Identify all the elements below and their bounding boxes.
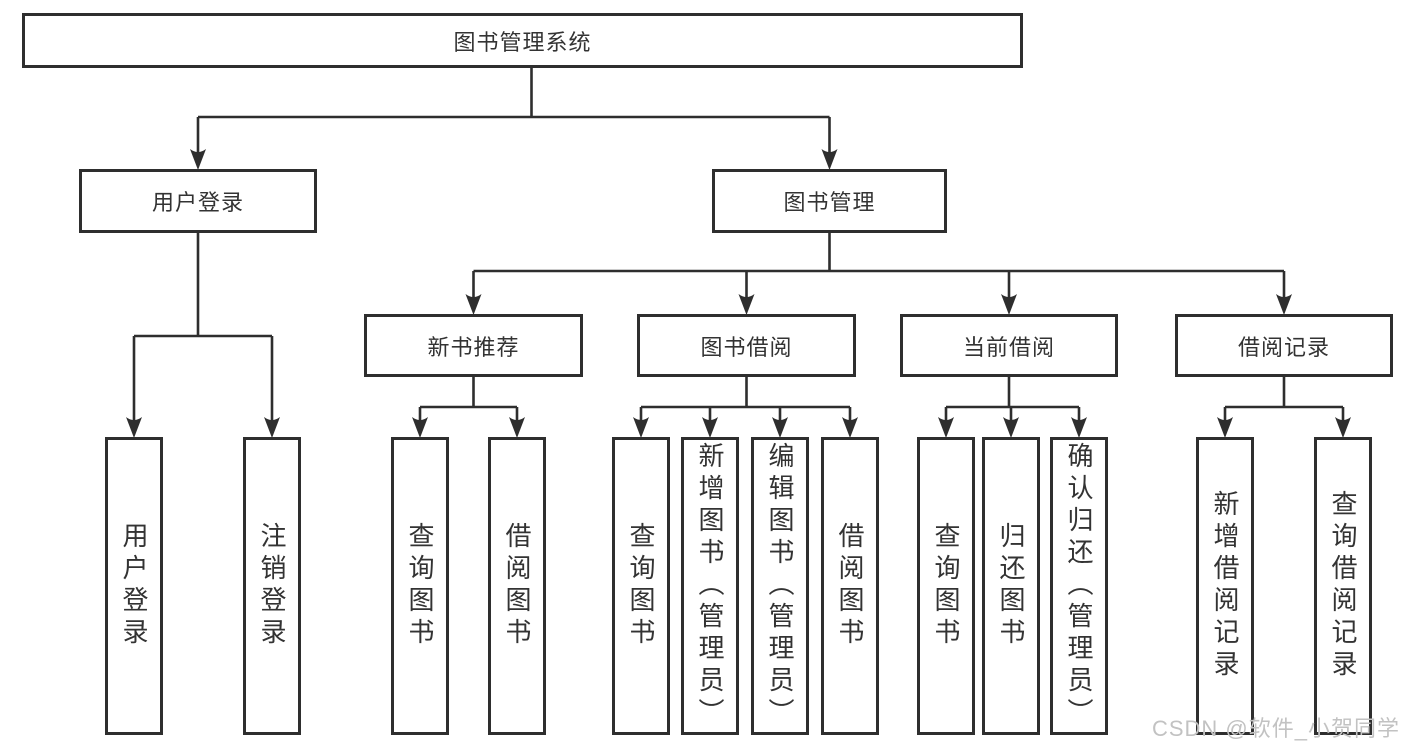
- leaf-label: 借阅图书: [502, 522, 532, 650]
- node-user-login: 用户登录: [79, 169, 317, 233]
- leaf-label: 新增借阅记录: [1210, 490, 1240, 682]
- connector-lines: [132, 68, 1345, 420]
- leaf-query-borrow-record: 查询借阅记录: [1314, 437, 1372, 735]
- node-book-management: 图书管理: [712, 169, 947, 233]
- leaf-return-books: 归还图书: [982, 437, 1040, 735]
- leaf-label: 确认归还（管理员）: [1064, 442, 1094, 730]
- leaf-logout: 注销登录: [243, 437, 301, 735]
- leaf-label: 新增图书（管理员）: [695, 442, 725, 730]
- leaf-label: 借阅图书: [835, 522, 865, 650]
- leaf-label: 查询图书: [931, 522, 961, 650]
- leaf-add-borrow-record: 新增借阅记录: [1196, 437, 1254, 735]
- leaf-query-books-newbooks: 查询图书: [391, 437, 449, 735]
- leaf-add-books-admin: 新增图书（管理员）: [681, 437, 739, 735]
- leaf-query-books-current: 查询图书: [917, 437, 975, 735]
- leaf-label: 查询图书: [626, 522, 656, 650]
- node-new-book-recommend: 新书推荐: [364, 314, 583, 377]
- leaf-query-books-borrowing: 查询图书: [612, 437, 670, 735]
- node-current-borrowing: 当前借阅: [900, 314, 1118, 377]
- leaf-confirm-return-admin: 确认归还（管理员）: [1050, 437, 1108, 735]
- leaf-label: 编辑图书（管理员）: [765, 442, 795, 730]
- watermark: CSDN @软件_小贺同学: [1151, 716, 1400, 741]
- leaf-borrow-books-borrowing: 借阅图书: [821, 437, 879, 735]
- node-borrowing-records: 借阅记录: [1175, 314, 1393, 377]
- leaf-edit-books-admin: 编辑图书（管理员）: [751, 437, 809, 735]
- leaf-borrow-books-newbooks: 借阅图书: [488, 437, 546, 735]
- leaf-label: 查询图书: [405, 522, 435, 650]
- node-library-management-system: 图书管理系统: [22, 13, 1023, 68]
- leaf-user-login: 用户登录: [105, 437, 163, 735]
- leaf-label: 注销登录: [257, 522, 287, 650]
- node-book-borrowing: 图书借阅: [637, 314, 856, 377]
- leaf-label: 归还图书: [996, 522, 1026, 650]
- leaf-label: 用户登录: [119, 522, 149, 650]
- leaf-label: 查询借阅记录: [1328, 490, 1358, 682]
